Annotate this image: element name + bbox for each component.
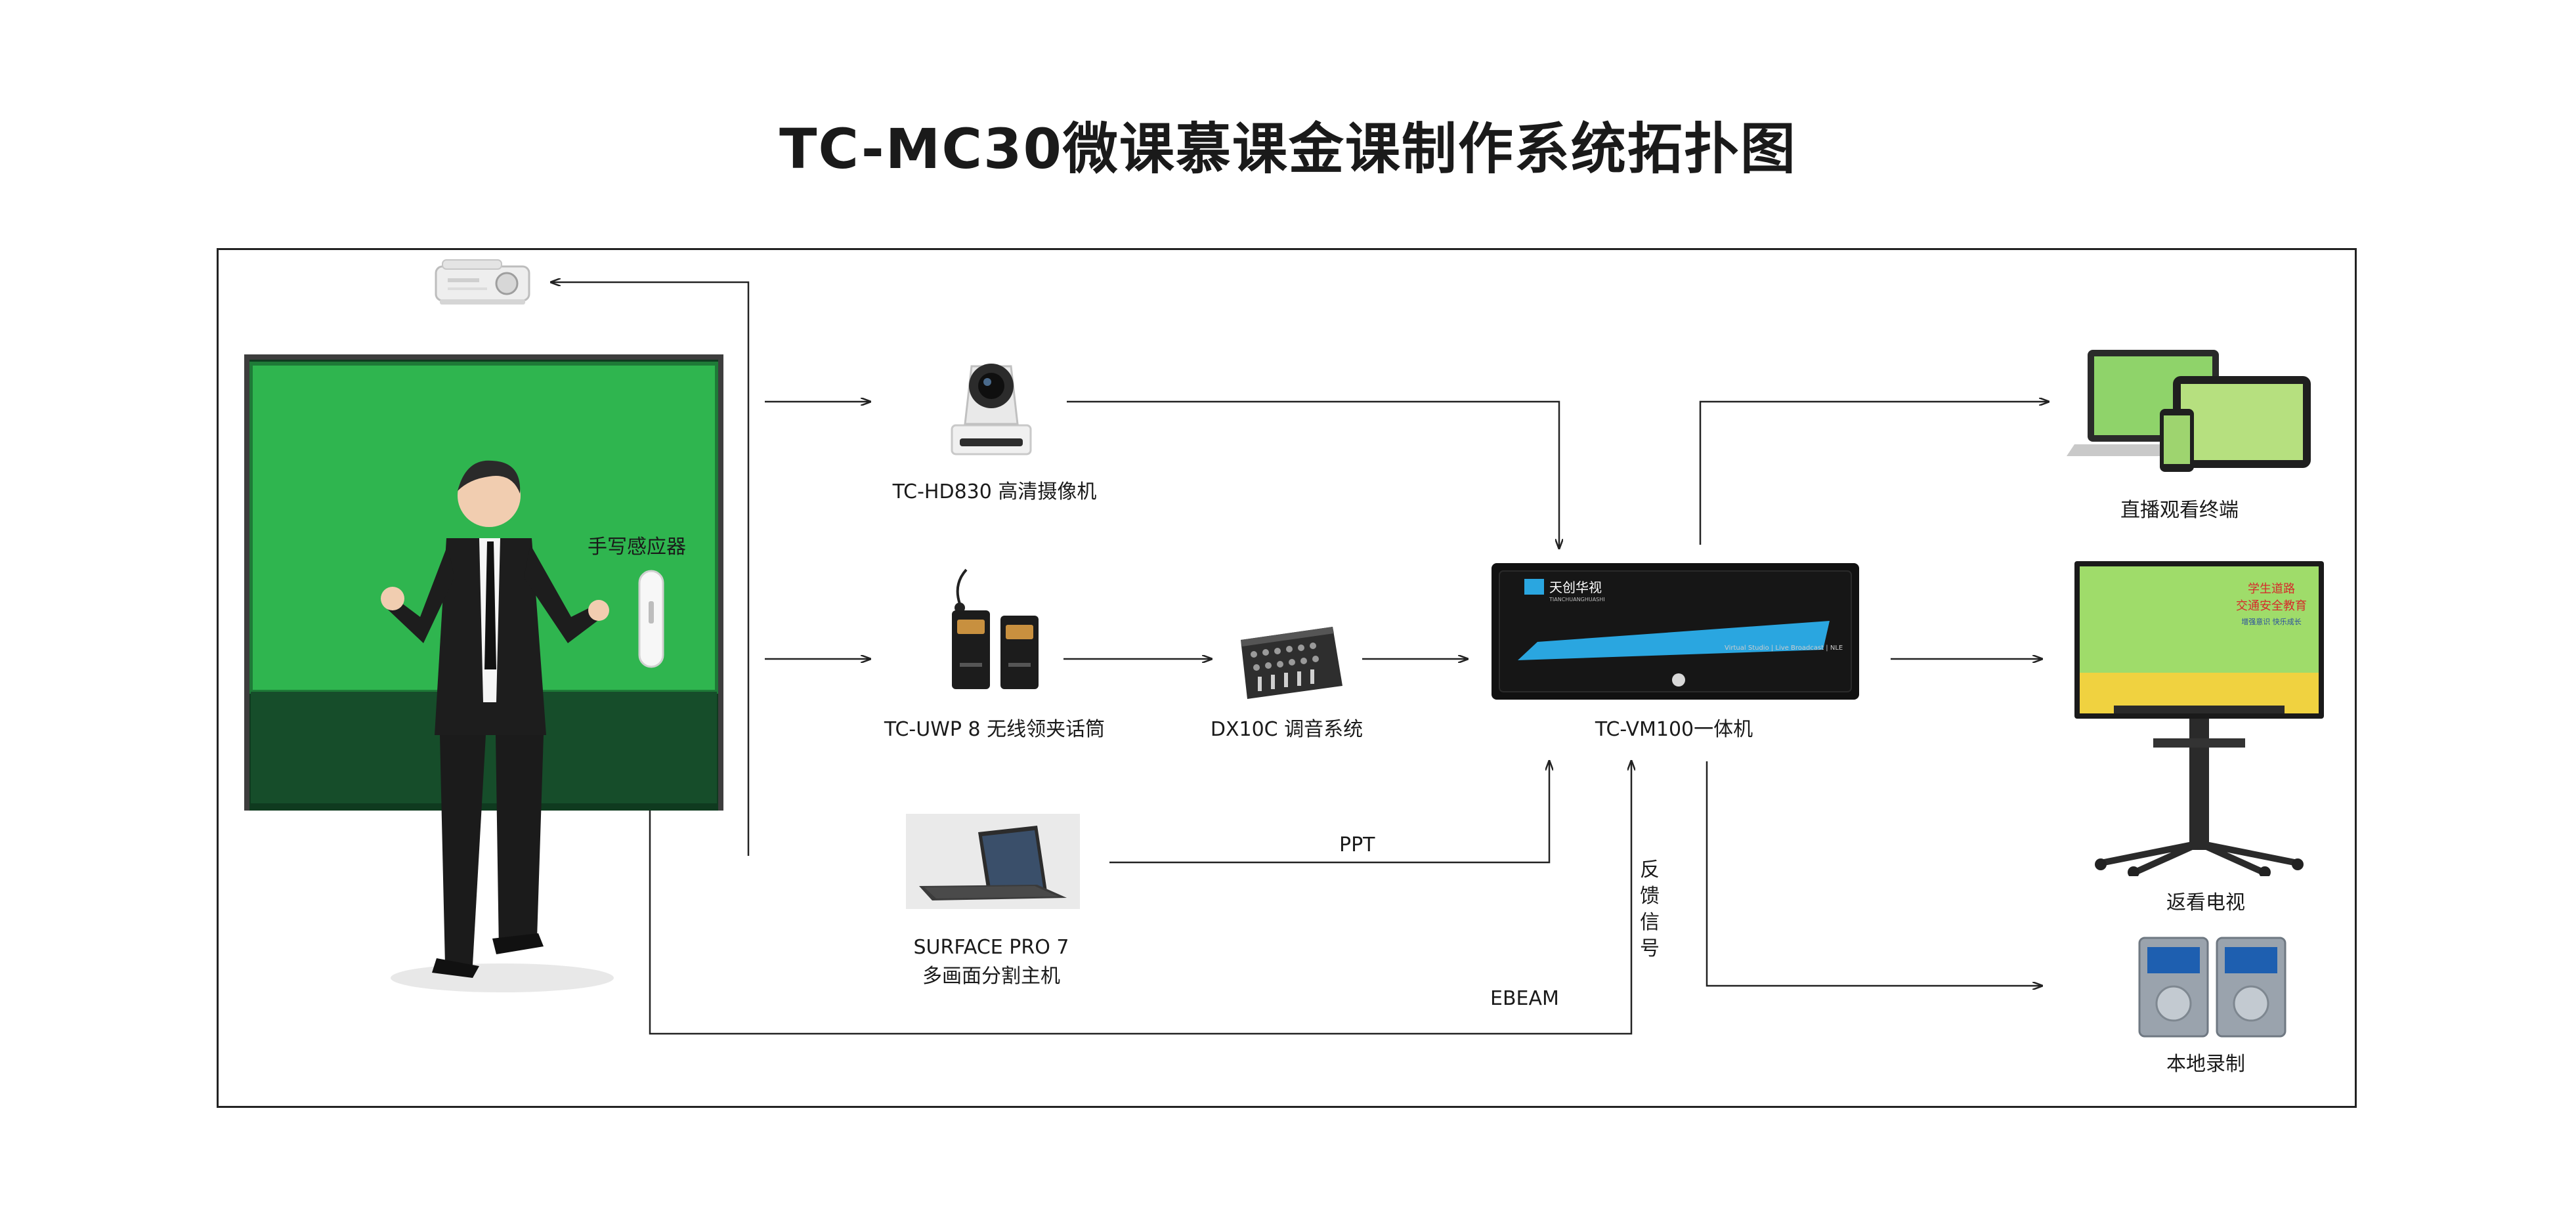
line-surface-to-host (1109, 761, 1549, 864)
hard-drives-icon (2138, 937, 2286, 1038)
ppt-label: PPT (1339, 834, 1375, 856)
mic-label: TC-UWP 8 无线领夹话筒 (884, 718, 1106, 741)
return-tv-icon: 学生道路 交通安全教育 增强意识 快乐成长 (2074, 561, 2324, 876)
line-to-projector (551, 282, 750, 856)
tv-text-1: 学生道路 (2248, 582, 2295, 596)
audio-mixer-icon (1241, 627, 1342, 699)
host-unit-icon: 天创华视 TIANCHUANGHUASHI Virtual Studio | L… (1492, 563, 1859, 700)
line-host-to-live (1699, 402, 2048, 545)
surface-pro-icon (906, 814, 1080, 909)
sensor-device-icon (638, 570, 664, 668)
ebeam-label: EBEAM (1490, 987, 1559, 1010)
line-camera-to-host (1067, 400, 1559, 548)
local-record-label: 本地录制 (2166, 1053, 2245, 1076)
mixer-label: DX10C 调音系统 (1210, 718, 1363, 741)
camera-label: TC-HD830 高清摄像机 (892, 480, 1097, 503)
return-tv-label: 返看电视 (2166, 891, 2245, 914)
host-caption: Virtual Studio | Live Broadcast | NLE (1725, 645, 1843, 652)
live-terminal-label: 直播观看终端 (2120, 499, 2239, 522)
sensor-label: 手写感应器 (588, 536, 686, 559)
line-ebeam-feedback (649, 663, 1631, 1035)
host-brand: 天创华视 (1549, 580, 1602, 595)
projector-icon (435, 259, 530, 305)
feedback-label: 反馈信号 (1640, 858, 1660, 960)
line-host-to-record (1706, 761, 2042, 986)
tv-text-3: 增强意识 快乐成长 (2241, 617, 2302, 626)
ptz-camera-icon (951, 364, 1032, 455)
tv-text-2: 交通安全教育 (2236, 599, 2307, 613)
wireless-mic-icon (952, 568, 1039, 689)
diagram-title: TC-MC30微课慕课金课制作系统拓扑图 (779, 117, 1797, 181)
host-label: TC-VM100一体机 (1595, 718, 1753, 741)
surface-label-2: 多画面分割主机 (922, 965, 1060, 988)
surface-label-1: SURFACE PRO 7 (913, 936, 1069, 959)
live-terminals-icon (2067, 350, 2311, 472)
diagram-frame (217, 248, 2357, 1108)
presenter-figure (381, 460, 614, 992)
host-brand-sub: TIANCHUANGHUASHI (1549, 597, 1605, 602)
